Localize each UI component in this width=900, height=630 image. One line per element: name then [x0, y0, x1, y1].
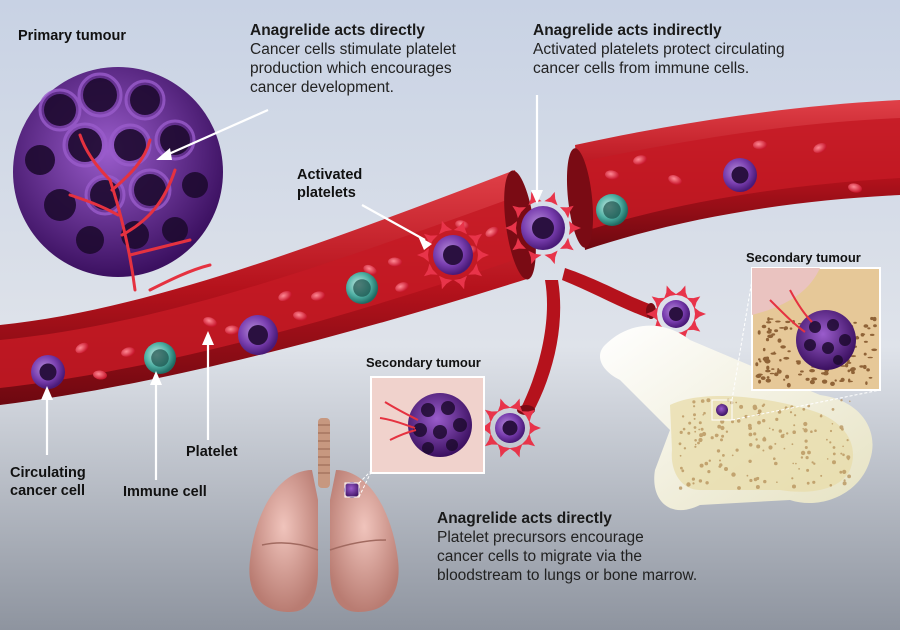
platelet-cell — [75, 342, 89, 354]
platelet-cell — [278, 290, 292, 302]
platelet-cell — [485, 226, 499, 238]
primary-tumour-label: Primary tumour — [18, 28, 126, 44]
callout-direct-bottom-line-1: Platelet precursors encourage — [437, 529, 644, 546]
activated-platelets-line-1: Activated — [297, 167, 363, 183]
callout-indirect: Anagrelide acts indirectly Activated pla… — [533, 22, 863, 78]
circulating-cancer-cell — [238, 315, 278, 355]
callout-indirect-heading: Anagrelide acts indirectly — [533, 22, 722, 39]
callout-indirect-line-2: cancer cells from immune cells. — [533, 60, 750, 77]
pointer-arrows — [45, 95, 539, 480]
bone-metastasis — [716, 404, 728, 416]
activated-platelets-label: Activated platelets — [297, 166, 362, 202]
callout-direct-top-line-1: Cancer cells stimulate platelet — [250, 41, 456, 58]
platelet-cell — [668, 175, 682, 185]
immune-cell — [596, 194, 628, 226]
circulating-cancer-cell-line-1: Circulating — [10, 465, 86, 481]
platelet-cell — [388, 257, 402, 267]
immune-cell-label: Immune cell — [123, 484, 207, 500]
callout-direct-top-line-2: production which encourages — [250, 60, 452, 77]
platelet-cell — [203, 317, 217, 327]
platelet-cell — [848, 183, 862, 193]
immune-cell — [346, 272, 378, 304]
platelet-cell — [753, 140, 767, 150]
platelet-cell — [93, 370, 107, 380]
secondary-tumour-lung-label: Secondary tumour — [366, 355, 481, 370]
platelet-cell — [311, 291, 325, 301]
platelet-cell — [293, 311, 307, 321]
bone-secondary-tumour-inset — [751, 267, 881, 391]
activated-platelets-line-2: platelets — [297, 185, 356, 201]
arrowheads — [41, 148, 543, 400]
primary-tumour — [13, 67, 223, 292]
circulating-cancer-cell-label: Circulating cancer cell — [10, 464, 86, 500]
vessel-cells — [31, 140, 862, 458]
bone-marrow-texture — [678, 398, 851, 490]
platelet-label: Platelet — [186, 444, 238, 460]
callout-direct-bottom-line-2: cancer cells to migrate via the — [437, 548, 643, 565]
callout-direct-bottom-heading: Anagrelide acts directly — [437, 510, 612, 527]
tumour-blood-vessels — [68, 133, 212, 292]
platelet-cell — [605, 170, 619, 180]
blood-vessel-left — [0, 170, 536, 405]
lung-secondary-tumour-inset — [370, 376, 485, 474]
platelet-cell — [395, 282, 409, 292]
bone — [600, 279, 881, 511]
circulating-cancer-cell — [723, 158, 757, 192]
platelet-cell — [363, 264, 377, 276]
immune-cell — [144, 342, 176, 374]
lung-metastasis — [344, 482, 360, 498]
callout-direct-bottom: Anagrelide acts directly Platelet precur… — [437, 510, 767, 585]
platelet-cell — [813, 142, 827, 154]
callout-direct-top-line-3: cancer development. — [250, 79, 394, 96]
activated-platelet-cluster — [505, 191, 581, 265]
callout-direct-bottom-line-3: bloodstream to lungs or bone marrow. — [437, 567, 698, 584]
circulating-cancer-cell — [31, 355, 65, 389]
platelet-cell — [225, 325, 239, 335]
callout-direct-top: Anagrelide acts directly Cancer cells st… — [250, 22, 510, 97]
callout-indirect-line-1: Activated platelets protect circulating — [533, 41, 785, 58]
platelet-cell — [121, 347, 135, 357]
activated-platelet-cluster — [417, 220, 489, 290]
callout-direct-top-heading: Anagrelide acts directly — [250, 22, 425, 39]
platelet-cell — [633, 155, 647, 165]
circulating-cancer-cell-line-2: cancer cell — [10, 483, 85, 499]
lungs — [249, 418, 399, 612]
secondary-tumour-bone-label: Secondary tumour — [746, 250, 861, 265]
